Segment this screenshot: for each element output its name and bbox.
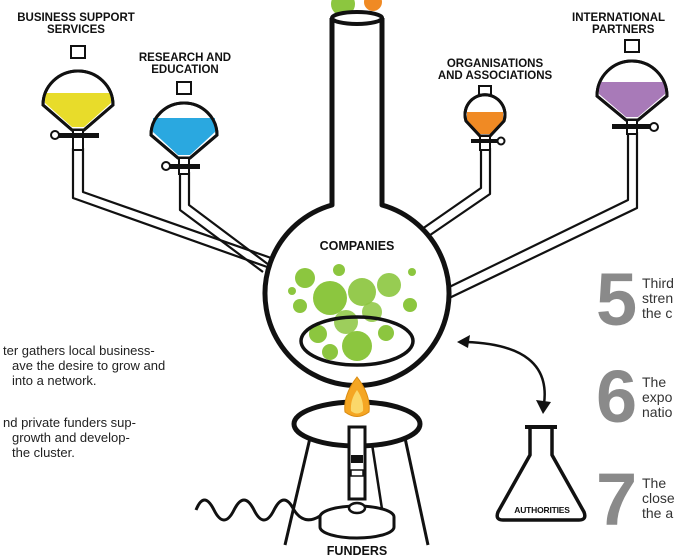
item-line: The	[642, 374, 667, 390]
item-line: expo	[642, 389, 673, 405]
item-6-text: The expo natio	[642, 375, 672, 420]
item-line: stren	[642, 290, 674, 306]
paragraph-line: growth and develop-	[12, 430, 130, 445]
label-research: RESEARCH AND EDUCATION	[124, 52, 246, 76]
paragraph-line: nd private funders sup-	[3, 415, 136, 430]
item-line: close	[642, 490, 675, 506]
paragraph-line: the cluster.	[12, 445, 75, 460]
label-line: EDUCATION	[151, 64, 219, 76]
label-organisations: ORGANISATIONS AND ASSOCIATIONS	[420, 58, 570, 82]
number-7: 7	[596, 458, 638, 541]
gas-hose	[194, 498, 321, 522]
left-paragraph-1: ter gathers local business- ave the desi…	[0, 343, 165, 388]
label-funders: FUNDERS	[326, 544, 388, 558]
pipe-business-support	[71, 148, 275, 270]
label-line: BUSINESS SUPPORT	[17, 12, 135, 24]
number-5: 5	[596, 258, 638, 341]
funnel-international	[595, 39, 669, 135]
item-5-text: Third stren the c	[642, 276, 674, 321]
number-6: 6	[596, 355, 638, 438]
companies-authorities-arrow	[457, 335, 551, 414]
paragraph-line: into a network.	[12, 373, 97, 388]
item-line: the a	[642, 505, 674, 521]
item-line: natio	[642, 404, 673, 420]
label-line: AND ASSOCIATIONS	[437, 70, 553, 82]
paragraph-line: ter gathers local business-	[3, 343, 155, 358]
authorities-flask	[495, 425, 587, 522]
top-bubble	[364, 0, 382, 11]
funnel-research	[149, 81, 219, 175]
pipe-organisations	[411, 148, 492, 245]
label-line: RESEARCH AND	[138, 52, 232, 64]
label-line: INTERNATIONAL	[572, 12, 666, 24]
funnel-organisations	[463, 85, 507, 151]
companies-flask	[262, 10, 452, 389]
item-line: The	[642, 475, 667, 491]
left-paragraph-2: nd private funders sup- growth and devel…	[0, 415, 136, 460]
label-business-support: BUSINESS SUPPORT SERVICES	[14, 12, 138, 36]
label-authorities: AUTHORITIES	[514, 505, 570, 515]
item-7-text: The close the a	[642, 476, 675, 521]
funnel-business-support	[41, 45, 115, 151]
item-line: the c	[642, 305, 673, 321]
label-line: SERVICES	[47, 24, 105, 36]
bunsen-burner	[318, 376, 396, 540]
item-line: Third	[642, 275, 674, 291]
label-line: ORGANISATIONS	[446, 58, 544, 70]
label-companies: COMPANIES	[319, 239, 395, 253]
paragraph-line: ave the desire to grow and	[12, 358, 166, 373]
label-international: INTERNATIONAL PARTNERS	[566, 12, 682, 36]
label-line: PARTNERS	[592, 24, 655, 36]
pipe-international	[438, 132, 639, 302]
pipe-research	[178, 172, 270, 273]
